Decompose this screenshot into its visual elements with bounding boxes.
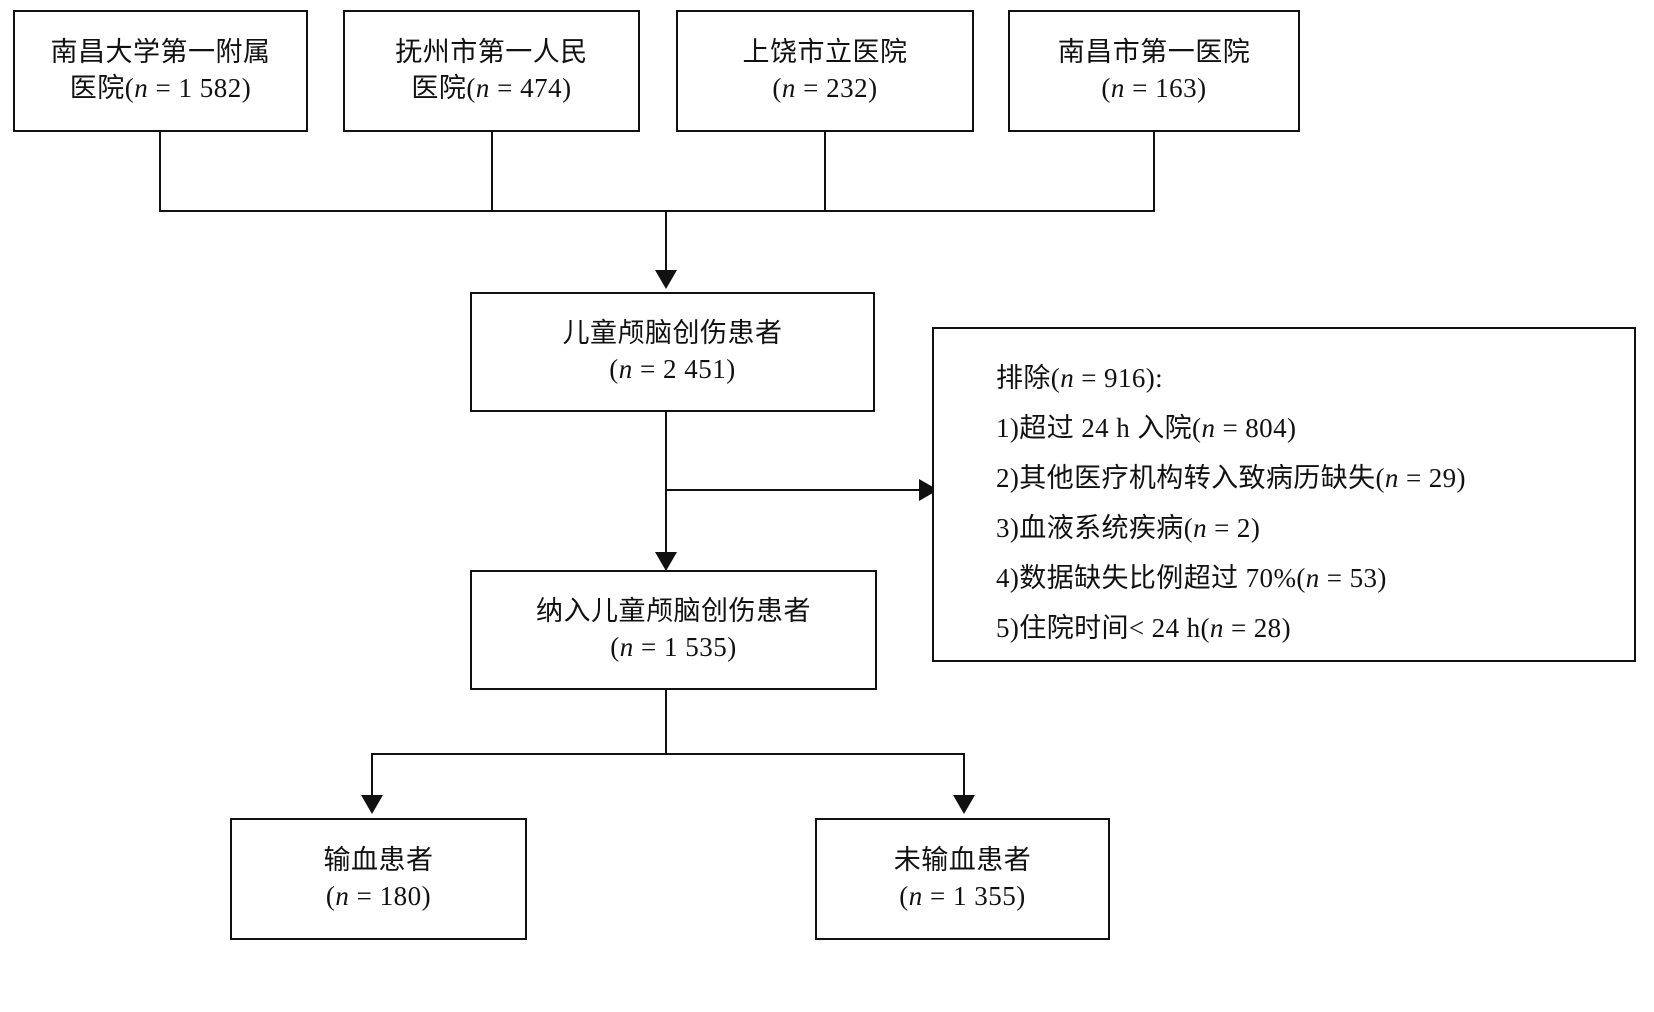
arrow-bus-to-cohort [655, 270, 677, 289]
connector-source-3-drop [824, 132, 826, 211]
included-count: (n = 1 535) [610, 632, 737, 662]
source-box-1: 南昌大学第一附属 医院(n = 1 582) [13, 10, 308, 132]
arrow-to-transfused [361, 795, 383, 814]
outcome-box-non-transfused: 未输血患者 (n = 1 355) [815, 818, 1110, 940]
exclusion-item-4: 4)数据缺失比例超过 70%(n = 53) [996, 563, 1387, 593]
outcome-box-transfused: 输血患者 (n = 180) [230, 818, 527, 940]
included-title: 纳入儿童颅脑创伤患者 [536, 596, 811, 627]
cohort-count: (n = 2 451) [609, 354, 736, 384]
connector-source-4-drop [1153, 132, 1155, 211]
included-box: 纳入儿童颅脑创伤患者 (n = 1 535) [470, 570, 877, 690]
arrow-cohort-to-included [655, 552, 677, 571]
exclusion-heading: 排除(n = 916): [996, 363, 1164, 393]
cohort-title: 儿童颅脑创伤患者 [562, 318, 783, 349]
connector-outcome-right-drop [963, 753, 965, 798]
source-3-line1: 上饶市立医院 [742, 37, 908, 68]
source-1-line1: 南昌大学第一附属 [50, 37, 271, 68]
outcome-1-count: (n = 180) [325, 881, 432, 911]
source-2-line2: 医院(n = 474) [411, 73, 572, 103]
source-box-2: 抚州市第一人民 医院(n = 474) [343, 10, 640, 132]
outcome-2-title: 未输血患者 [893, 845, 1032, 876]
cohort-box: 儿童颅脑创伤患者 (n = 2 451) [470, 292, 875, 412]
connector-to-exclusions [665, 489, 921, 491]
connector-source-1-drop [159, 132, 161, 211]
source-4-line1: 南昌市第一医院 [1057, 37, 1251, 68]
connector-cohort-drop [665, 412, 667, 555]
connector-source-bus [159, 210, 1155, 212]
source-box-4: 南昌市第一医院 (n = 163) [1008, 10, 1300, 132]
outcome-1-title: 输血患者 [323, 845, 434, 876]
outcome-2-count: (n = 1 355) [899, 881, 1026, 911]
arrow-to-non-transfused [953, 795, 975, 814]
connector-source-2-drop [491, 132, 493, 211]
connector-outcome-left-drop [371, 753, 373, 798]
connector-included-drop [665, 690, 667, 755]
exclusion-item-1: 1)超过 24 h 入院(n = 804) [996, 413, 1297, 443]
source-box-3: 上饶市立医院 (n = 232) [676, 10, 974, 132]
connector-outcome-bus [371, 753, 965, 755]
source-1-line2: 医院(n = 1 582) [69, 73, 252, 103]
connector-bus-to-cohort [665, 210, 667, 272]
source-4-line2: (n = 163) [1101, 73, 1207, 103]
exclusion-item-2: 2)其他医疗机构转入致病历缺失(n = 29) [996, 463, 1466, 493]
exclusion-panel: 排除(n = 916): 1)超过 24 h 入院(n = 804) 2)其他医… [932, 327, 1636, 662]
exclusion-item-5: 5)住院时间< 24 h(n = 28) [996, 613, 1291, 643]
exclusion-item-3: 3)血液系统疾病(n = 2) [996, 513, 1261, 543]
source-2-line1: 抚州市第一人民 [395, 37, 588, 68]
source-3-line2: (n = 232) [772, 73, 878, 103]
